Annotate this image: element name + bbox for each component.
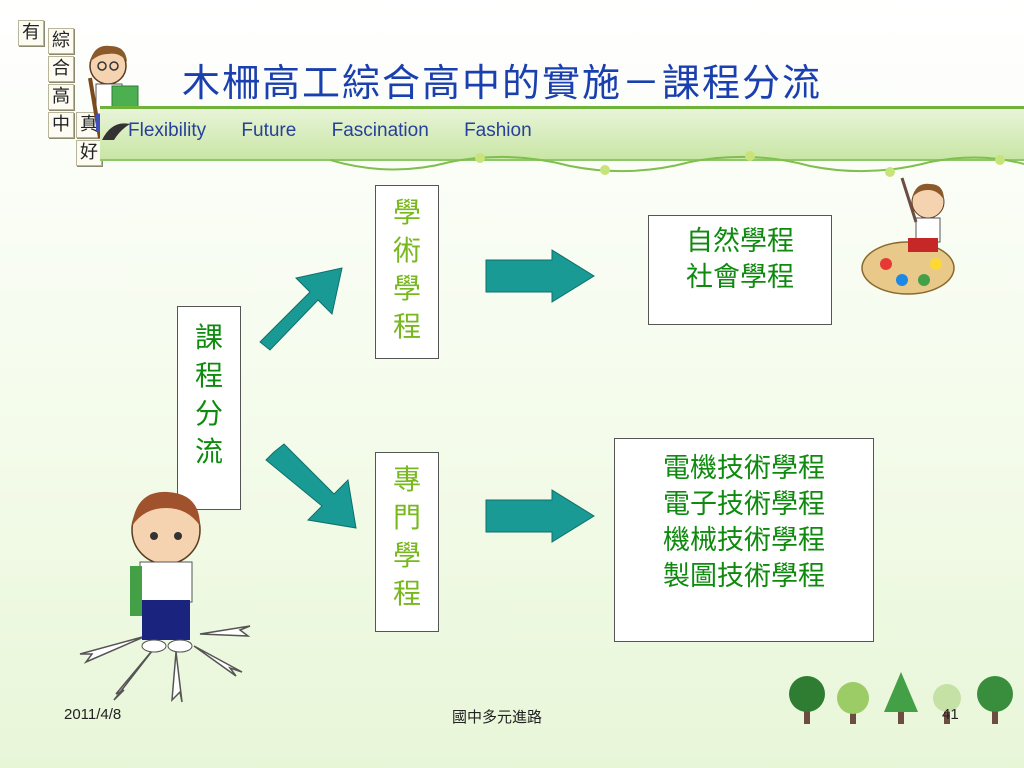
academic-char: 程	[376, 308, 438, 346]
cartoon-boy-thinking-icon	[76, 486, 256, 706]
arrow-down-right-icon	[262, 440, 362, 534]
program-label: 機械技術學程	[627, 523, 861, 559]
professional-char: 門	[376, 499, 438, 537]
logo-char: 有	[18, 20, 44, 46]
professional-char: 專	[376, 461, 438, 499]
banner-word: Future	[241, 120, 296, 141]
program-label: 電機技術學程	[627, 451, 861, 487]
footer-date: 2011/4/8	[64, 706, 121, 723]
program-label: 電子技術學程	[627, 487, 861, 523]
program-label: 社會學程	[661, 260, 819, 296]
program-label: 製圖技術學程	[627, 559, 861, 595]
page-number: 41	[942, 706, 959, 723]
banner-word: Fashion	[464, 120, 532, 141]
root-char: 分	[178, 395, 240, 433]
banner-word: Fascination	[332, 120, 429, 141]
academic-char: 學	[376, 194, 438, 232]
banner-word: Flexibility	[128, 120, 206, 141]
professional-char: 程	[376, 575, 438, 613]
arrow-up-right-icon	[250, 262, 346, 358]
footer-title: 國中多元進路	[452, 706, 542, 727]
professional-char: 學	[376, 537, 438, 575]
professional-programs-box: 電機技術學程 電子技術學程 機械技術學程 製圖技術學程	[614, 438, 874, 642]
root-box: 課 程 分 流	[177, 306, 241, 510]
academic-programs-box: 自然學程 社會學程	[648, 215, 832, 325]
program-label: 自然學程	[661, 224, 819, 260]
academic-char: 學	[376, 270, 438, 308]
banner-words: Flexibility Future Fascination Fashion	[128, 120, 562, 142]
academic-char: 術	[376, 232, 438, 270]
page-title: 木柵高工綜合高中的實施－課程分流	[182, 52, 822, 107]
arrow-right-icon	[484, 248, 596, 304]
root-char: 流	[178, 433, 240, 471]
academic-box: 學 術 學 程	[375, 185, 439, 359]
arrow-right-icon	[484, 488, 596, 544]
trees-decoration-icon	[780, 668, 1024, 728]
root-char: 程	[178, 357, 240, 395]
professional-box: 專 門 學 程	[375, 452, 439, 632]
root-char: 課	[178, 319, 240, 357]
cartoon-painter-icon	[858, 168, 968, 300]
